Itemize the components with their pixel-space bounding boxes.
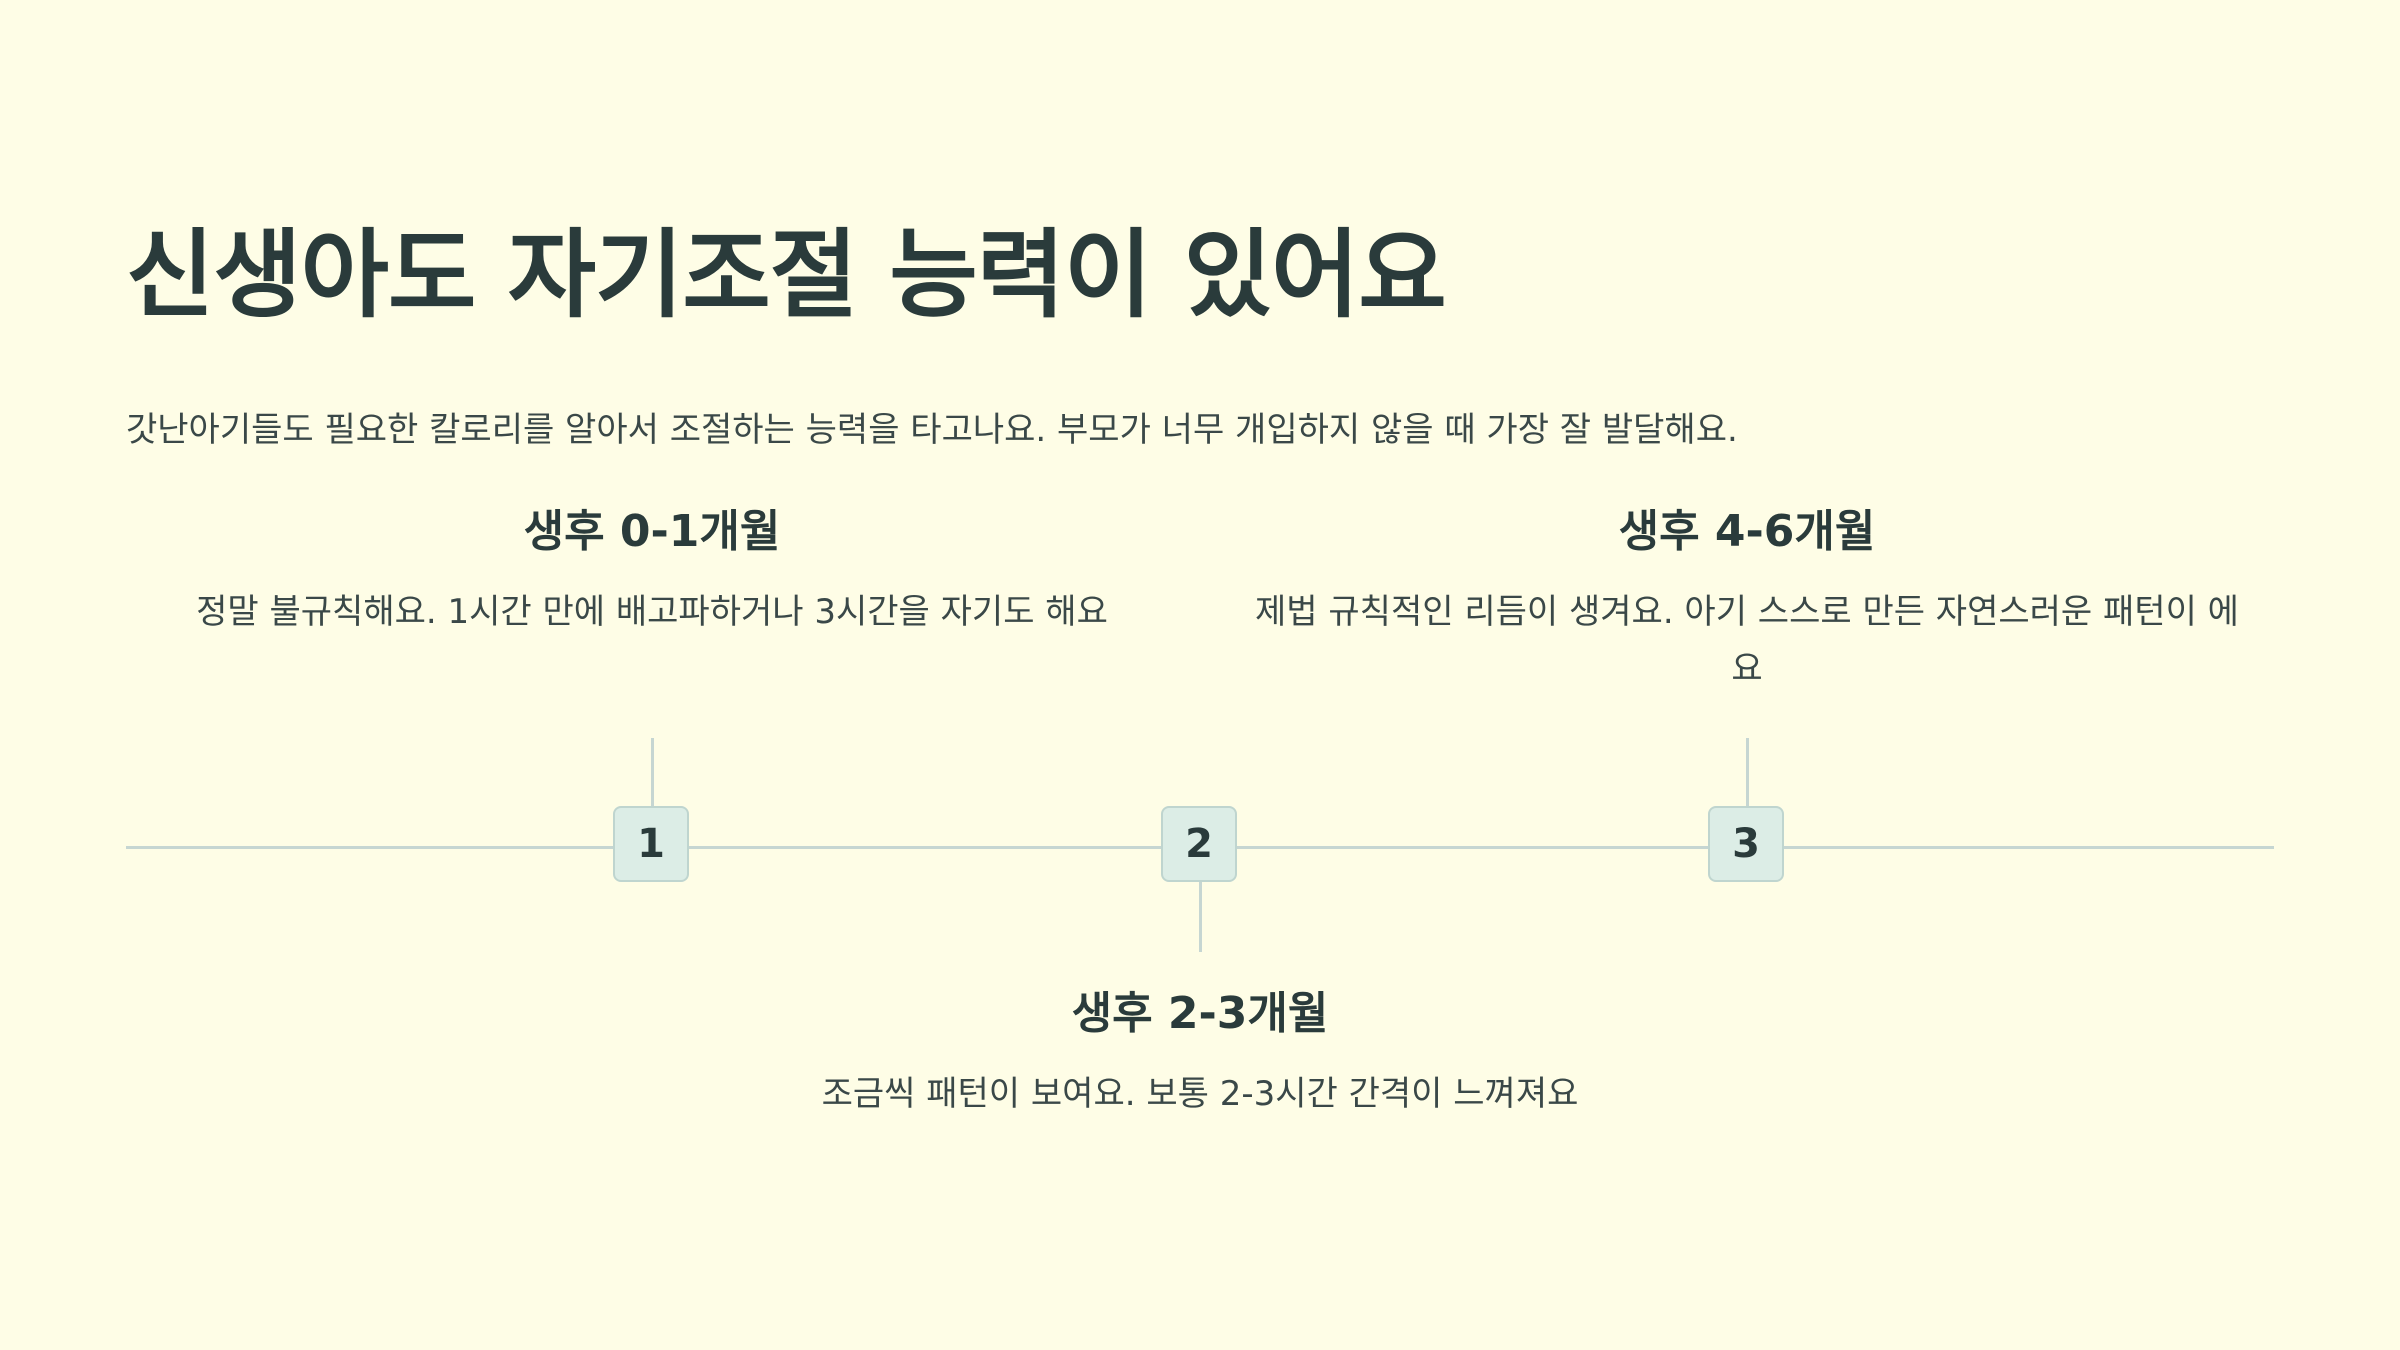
timeline-connector-1 (651, 738, 654, 806)
step-3-title: 생후 4-6개월 (1618, 506, 1876, 557)
timeline-marker-3: 3 (1708, 806, 1784, 882)
step-2-title: 생후 2-3개월 (1071, 988, 1329, 1039)
timeline-step-2: 생후 2-3개월 조금씩 패턴이 보여요. 보통 2-3시간 간격이 느껴져요 (700, 984, 1700, 1123)
timeline-step-1: 생후 0-1개월 정말 불규칙해요. 1시간 만에 배고파하거나 3시간을 자기… (152, 502, 1152, 641)
timeline-connector-3 (1746, 738, 1749, 806)
step-3-description: 제법 규칙적인 리듬이 생겨요. 아기 스스로 만든 자연스러운 패턴이 에요 (1255, 592, 2239, 689)
timeline-connector-2 (1199, 882, 1202, 952)
timeline-step-3: 생후 4-6개월 제법 규칙적인 리듬이 생겨요. 아기 스스로 만든 자연스러… (1247, 502, 2247, 698)
step-2-description: 조금씩 패턴이 보여요. 보통 2-3시간 간격이 느껴져요 (821, 1074, 1579, 1114)
slide-title: 신생아도 자기조절 능력이 있어요 (126, 219, 1447, 331)
step-1-title: 생후 0-1개월 (523, 506, 781, 557)
slide-subtitle: 갓난아기들도 필요한 칼로리를 알아서 조절하는 능력을 타고나요. 부모가 너… (126, 410, 1738, 450)
timeline-marker-2: 2 (1161, 806, 1237, 882)
timeline-marker-1: 1 (613, 806, 689, 882)
step-1-description: 정말 불규칙해요. 1시간 만에 배고파하거나 3시간을 자기도 해요 (196, 592, 1108, 632)
